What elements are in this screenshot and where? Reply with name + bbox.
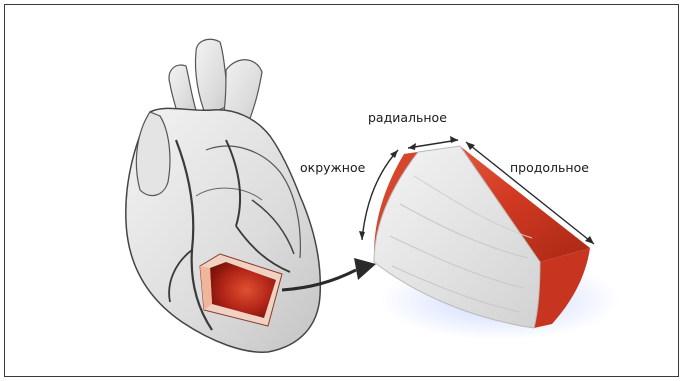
heart-illustration xyxy=(126,39,321,352)
radial-label: радиальное xyxy=(368,110,447,125)
longitudinal-label: продольное xyxy=(510,160,589,175)
myocardium-block xyxy=(374,146,620,340)
circumferential-label: окружное xyxy=(300,160,365,175)
